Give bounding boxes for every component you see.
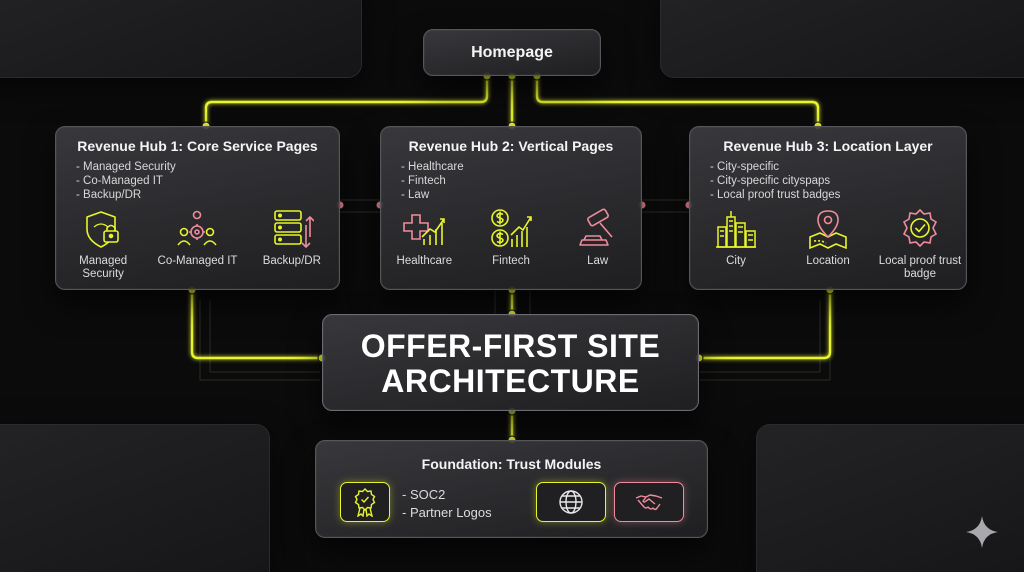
hub-3-title: Revenue Hub 3: Location Layer (723, 138, 933, 154)
server-backup-icon (274, 210, 314, 249)
medical-cross-chart-icon (403, 214, 446, 245)
globe-box (536, 482, 606, 522)
offer-first-architecture-node: OFFER-FIRST SITE ARCHITECTURE (322, 314, 699, 411)
revenue-hub-2-node: Revenue Hub 2: Vertical Pages Healthcare… (380, 126, 642, 290)
foundation-node: Foundation: Trust Modules SOC2 Partner L… (315, 440, 708, 538)
list-item: Backup/DR (76, 188, 176, 202)
icon-label: Local proof trust badge (878, 255, 962, 280)
list-item: Partner Logos (402, 504, 492, 522)
team-gear-icon (177, 210, 218, 246)
map-pin-icon (809, 210, 847, 250)
gavel-icon (578, 208, 613, 246)
list-item: SOC2 (402, 486, 492, 504)
list-item: City-specific (710, 160, 840, 174)
list-item: Co-Managed IT (76, 174, 176, 188)
icon-label: Fintech (492, 255, 530, 267)
icon-label: City (726, 255, 746, 267)
icon-label: Backup/DR (262, 255, 321, 267)
icon-label: Healthcare (396, 255, 453, 267)
list-item: Healthcare (401, 160, 464, 174)
background-tile-top-left (0, 0, 362, 78)
foundation-title: Foundation: Trust Modules (421, 456, 602, 472)
icon-label: Co-Managed IT (157, 255, 238, 267)
list-item: Managed Security (76, 160, 176, 174)
city-skyline-icon (716, 211, 756, 248)
sparkle-icon (966, 516, 998, 548)
foundation-list: SOC2 Partner Logos (402, 486, 492, 522)
revenue-hub-1-node: Revenue Hub 1: Core Service Pages Manage… (55, 126, 340, 290)
core-title-line-1: OFFER-FIRST SITE (360, 328, 661, 364)
list-item: Law (401, 188, 464, 202)
revenue-hub-3-node: Revenue Hub 3: Location Layer City-speci… (689, 126, 967, 290)
shield-lock-icon (86, 211, 119, 248)
icon-label: Law (587, 255, 609, 267)
background-tile-bottom-left (0, 424, 270, 572)
hub-2-list: Healthcare Fintech Law (401, 160, 464, 202)
handshake-icon (635, 494, 663, 511)
list-item: Fintech (401, 174, 464, 188)
award-ribbon-box (340, 482, 390, 522)
homepage-title: Homepage (471, 44, 553, 61)
list-item: City-specific cityspaps (710, 174, 840, 188)
award-ribbon-icon (354, 488, 376, 517)
background-tile-top-right (660, 0, 1024, 78)
dollar-growth-icon (491, 209, 532, 247)
hub-1-title: Revenue Hub 1: Core Service Pages (77, 138, 318, 154)
core-title-line-2: ARCHITECTURE (381, 363, 640, 399)
icon-label: Managed Security (79, 255, 128, 280)
list-item: Local proof trust badges (710, 188, 840, 202)
background-tile-bottom-right (756, 424, 1024, 572)
hub-2-title: Revenue Hub 2: Vertical Pages (408, 138, 614, 154)
homepage-node: Homepage (423, 29, 601, 76)
globe-icon (559, 490, 583, 514)
hub-1-list: Managed Security Co-Managed IT Backup/DR (76, 160, 176, 202)
handshake-box (614, 482, 684, 522)
trust-badge-icon (902, 208, 938, 248)
hub-3-list: City-specific City-specific cityspaps Lo… (710, 160, 840, 202)
core-title: OFFER-FIRST SITE ARCHITECTURE (323, 329, 698, 399)
icon-label: Location (806, 255, 850, 267)
